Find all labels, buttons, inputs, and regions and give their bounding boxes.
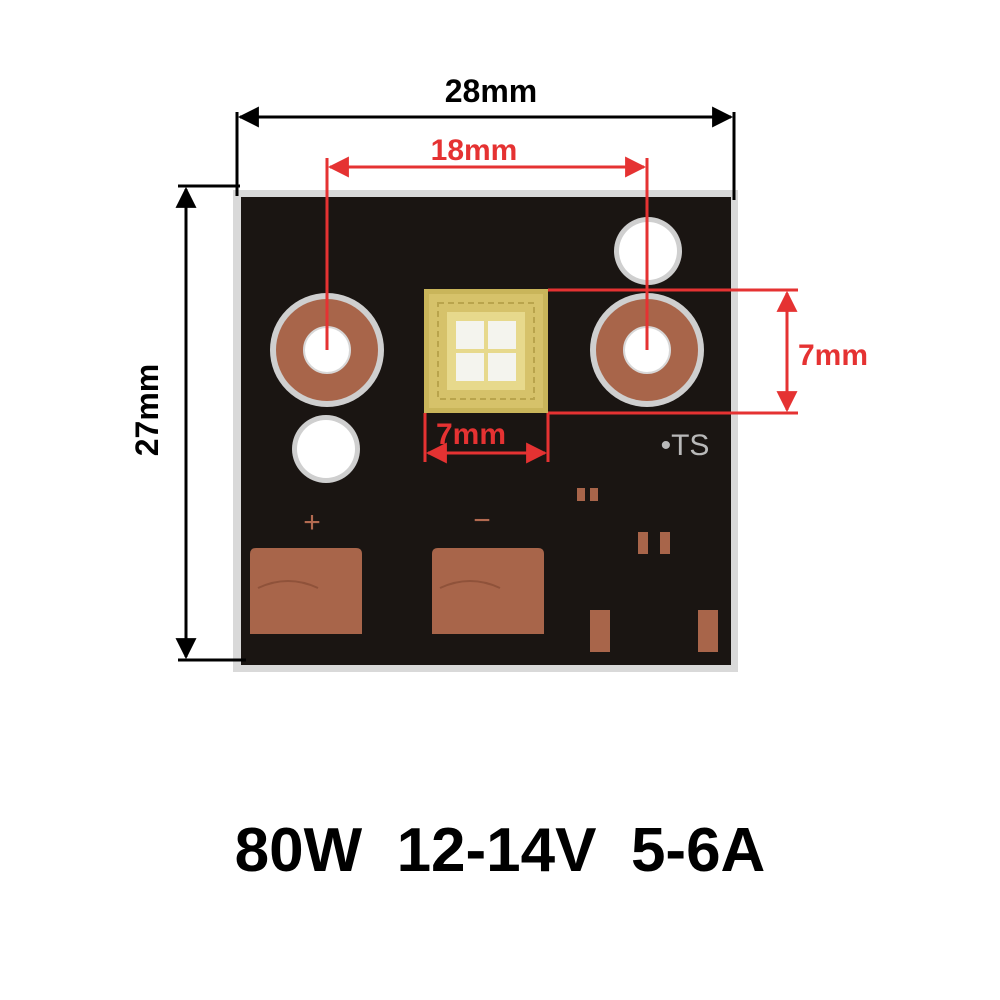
positive-solder-pad	[250, 548, 362, 634]
silkscreen-ts: •TS	[661, 429, 710, 462]
led-chip	[424, 289, 548, 413]
silkscreen-plus: +	[303, 506, 321, 539]
hole-spacing-label: 18mm	[431, 134, 518, 167]
dimension-led-width: 7mm	[423, 413, 550, 464]
smd-pads	[577, 488, 718, 652]
led-width-label: 7mm	[436, 418, 506, 451]
spec-line: 80W 12-14V 5-6A	[234, 816, 766, 885]
led-height-label: 7mm	[798, 339, 868, 372]
negative-solder-pad	[432, 548, 544, 634]
silkscreen-minus: −	[473, 504, 491, 537]
led-die-array	[456, 321, 516, 381]
dimension-led-height: 7mm	[548, 288, 868, 415]
board-height-label: 27mm	[129, 364, 165, 457]
board-width-label: 28mm	[445, 73, 538, 109]
small-hole-left	[292, 415, 360, 483]
dimension-board-height: 27mm	[129, 184, 246, 662]
dimension-hole-spacing: 18mm	[325, 134, 649, 350]
dimension-board-width: 28mm	[235, 73, 736, 200]
